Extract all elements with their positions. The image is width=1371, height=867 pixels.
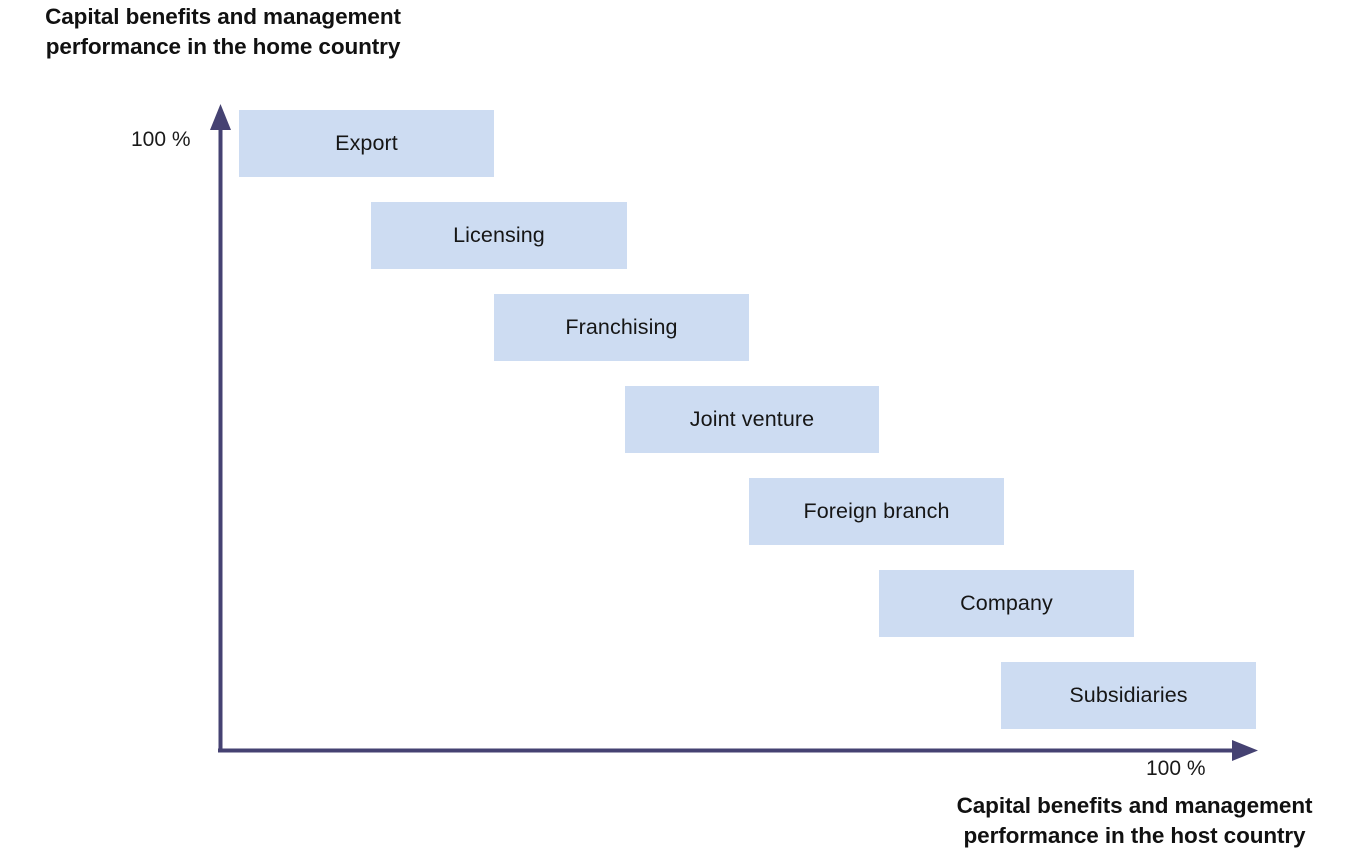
bar-label-joint-venture: Joint venture (689, 407, 815, 431)
bar-foreign-branch[interactable]: Foreign branch (749, 478, 1004, 545)
bar-label-export: Export (335, 131, 398, 155)
y-axis-title: Capital benefits and management performa… (45, 4, 401, 59)
bar-label-foreign-branch: Foreign branch (803, 499, 950, 523)
bar-label-franchising: Franchising (565, 315, 678, 339)
bar-export[interactable]: Export (239, 110, 494, 177)
bar-franchising[interactable]: Franchising (494, 294, 749, 361)
x-axis-tick-label-100: 100 % (1146, 757, 1206, 780)
bar-label-subsidiaries: Subsidiaries (1069, 683, 1188, 707)
x-axis-title: Capital benefits and management performa… (956, 793, 1313, 848)
bar-licensing[interactable]: Licensing (371, 202, 627, 269)
y-axis-tick-label-100: 100 % (131, 128, 191, 151)
bar-label-company: Company (960, 591, 1053, 615)
bar-joint-venture[interactable]: Joint venture (625, 386, 879, 453)
bar-label-licensing: Licensing (453, 223, 545, 247)
bar-company[interactable]: Company (879, 570, 1134, 637)
bar-subsidiaries[interactable]: Subsidiaries (1001, 662, 1256, 729)
